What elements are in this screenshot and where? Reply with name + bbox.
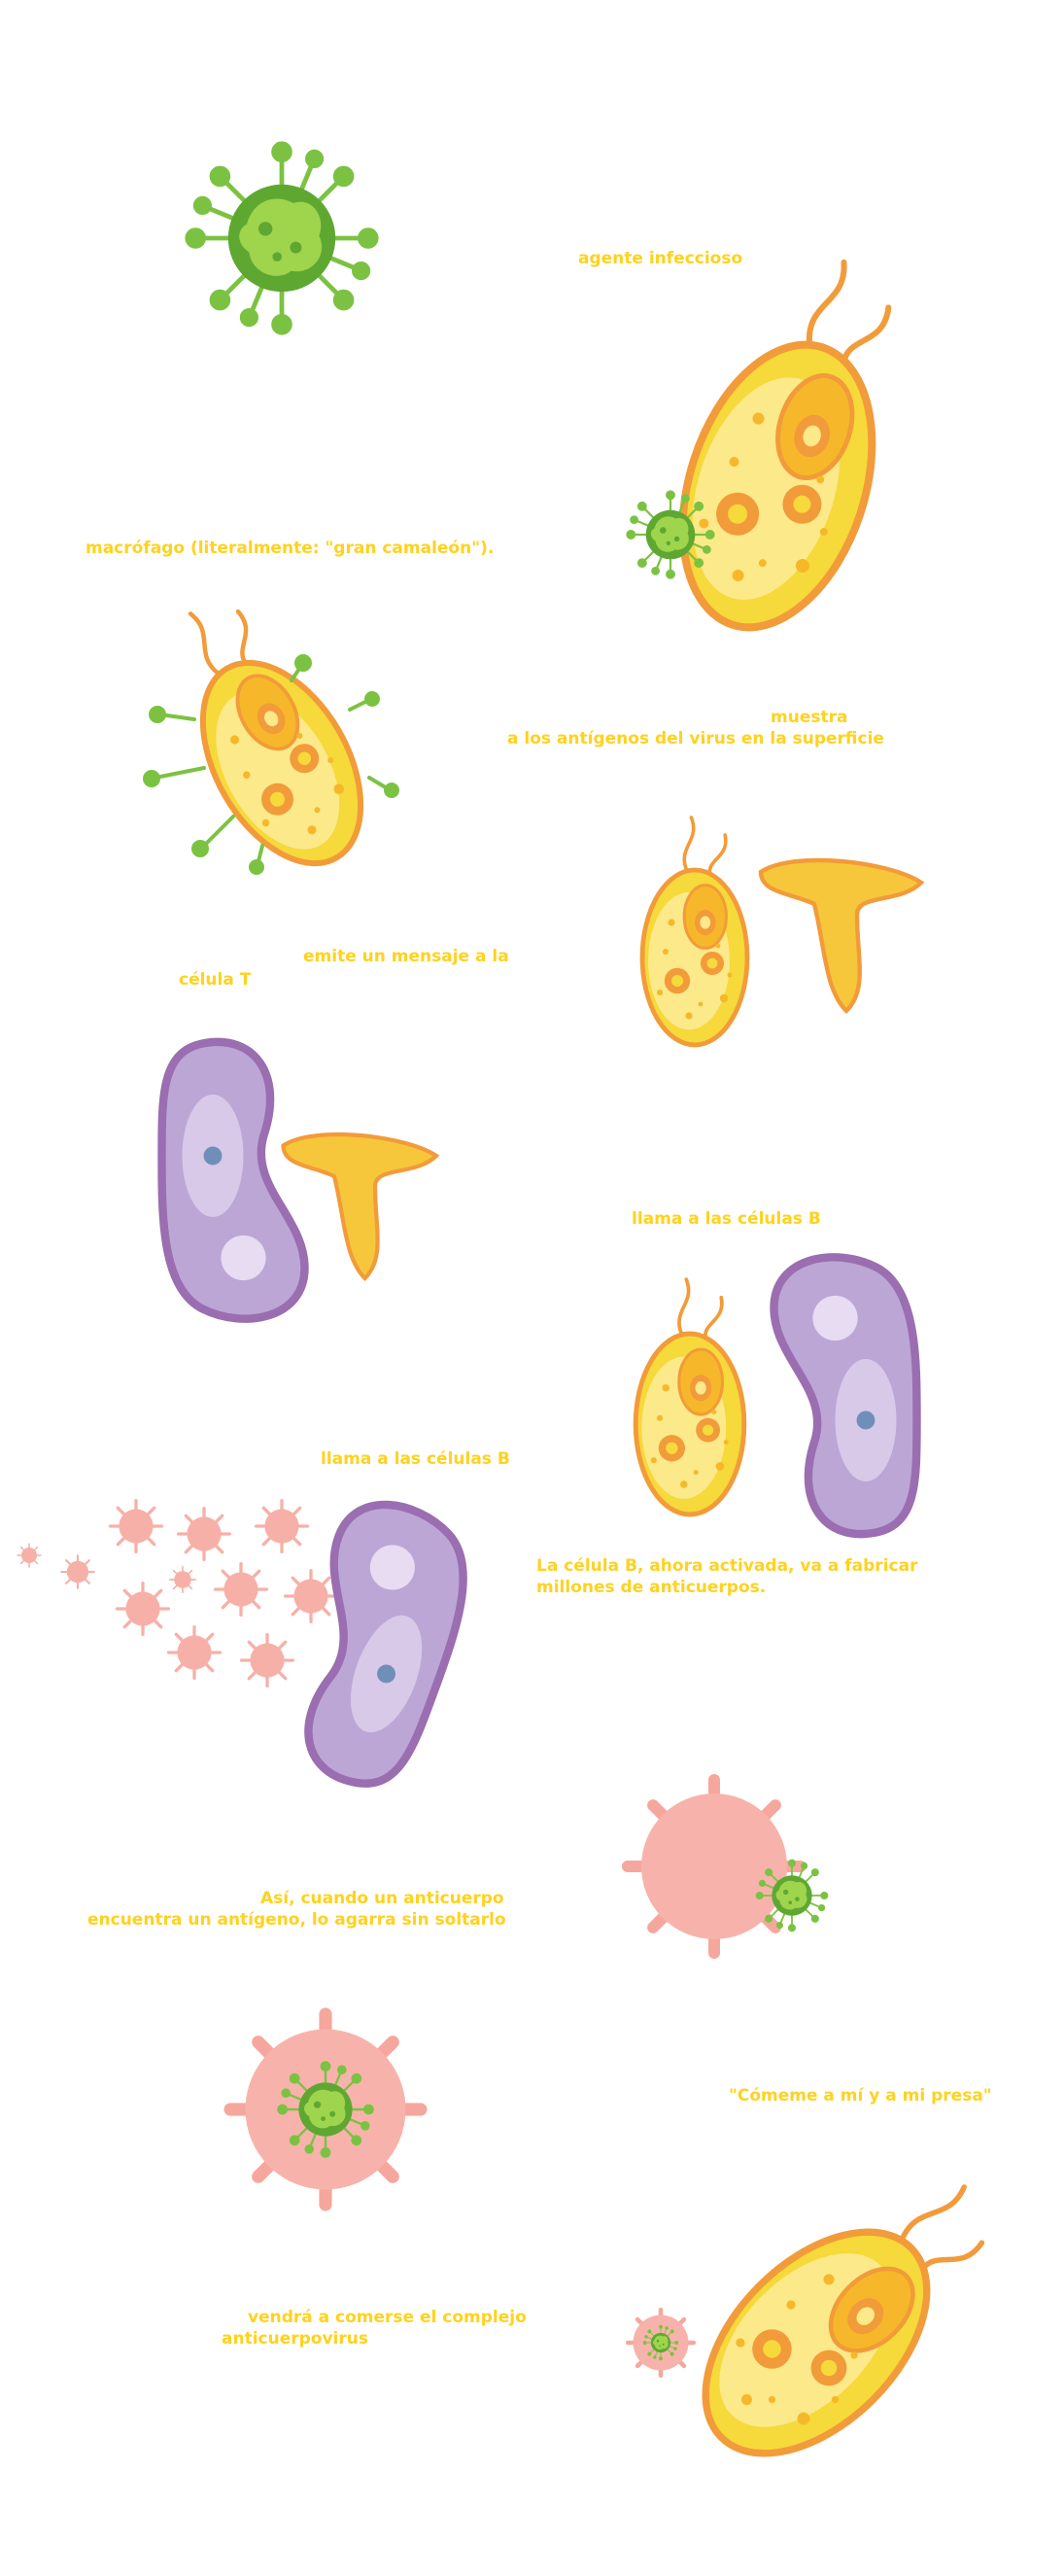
macrophage-antigen-icon [138, 578, 394, 890]
label-asi-1: Así, cuando un anticuerpo [260, 1889, 504, 1908]
label-celula-b-2: millones de anticuerpos. [536, 1578, 767, 1597]
label-comeme: "Cómeme a mí y a mi presa" [729, 2086, 992, 2106]
label-emite-1: emite un mensaje a la [303, 947, 509, 966]
virus-icon [755, 1859, 829, 1932]
virus-icon [277, 2061, 374, 2158]
label-celula-b-1: La célula B, ahora activada, va a fabric… [536, 1556, 918, 1576]
label-llama-1: llama a las células B [632, 1209, 821, 1229]
label-agente-infeccioso: agente infeccioso [578, 249, 743, 268]
virus-icon [642, 2324, 679, 2361]
macrophage-icon [649, 237, 933, 652]
label-asi-2: encuentra un antígeno, lo agarra sin sol… [87, 1910, 506, 1930]
label-macrofago: macrófago (literalmente: "gran camaleón"… [86, 539, 495, 558]
b-cell-icon [162, 1042, 305, 1319]
virus-icon [626, 490, 715, 579]
antigen-spikes-icon [143, 654, 399, 875]
antibodies-group [17, 1498, 339, 1688]
t-cell-icon [761, 860, 921, 1011]
antibody-icon [622, 1774, 807, 1959]
label-llama-2: llama a las células B [321, 1449, 510, 1469]
label-muestra-2: a los antígenos del virus en la superfic… [507, 729, 884, 748]
label-emite-2: célula T [179, 970, 252, 990]
macrophage-icon [635, 1279, 744, 1514]
label-vendra-1: vendrá a comerse el complejo [248, 2308, 527, 2327]
label-vendra-2: anticuerpovirus [222, 2329, 368, 2349]
macrophage-icon [642, 818, 747, 1045]
virus-icon [188, 144, 376, 332]
label-muestra-1: muestra [771, 708, 848, 727]
b-cell-icon [774, 1257, 917, 1534]
macrophage-icon [665, 2134, 1025, 2494]
